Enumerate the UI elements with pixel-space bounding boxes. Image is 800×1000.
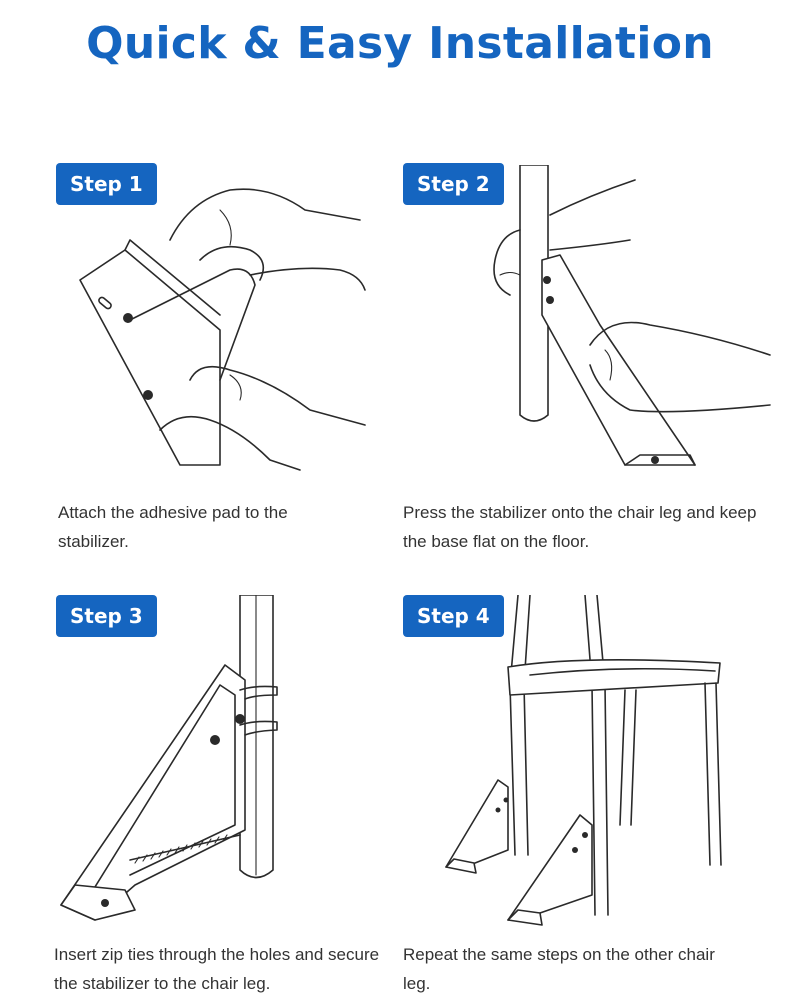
step-1-caption: Attach the adhesive pad to the stabilize… [58,503,288,551]
step-3-caption: Insert zip ties through the holes and se… [54,945,380,993]
step-2-illustration [490,165,780,490]
step-1-illustration [70,180,370,475]
step-4-badge: Step 4 [403,595,504,637]
step-2-caption: Press the stabilizer onto the chair leg … [403,503,757,551]
step-1-badge: Step 1 [56,163,157,205]
step-4-caption: Repeat the same steps on the other chair… [403,945,715,993]
step-3-illustration [55,595,285,930]
page-title: Quick & Easy Installation [86,18,714,69]
step-3-badge: Step 3 [56,595,157,637]
step-4-illustration [440,595,730,930]
step-2-badge: Step 2 [403,163,504,205]
